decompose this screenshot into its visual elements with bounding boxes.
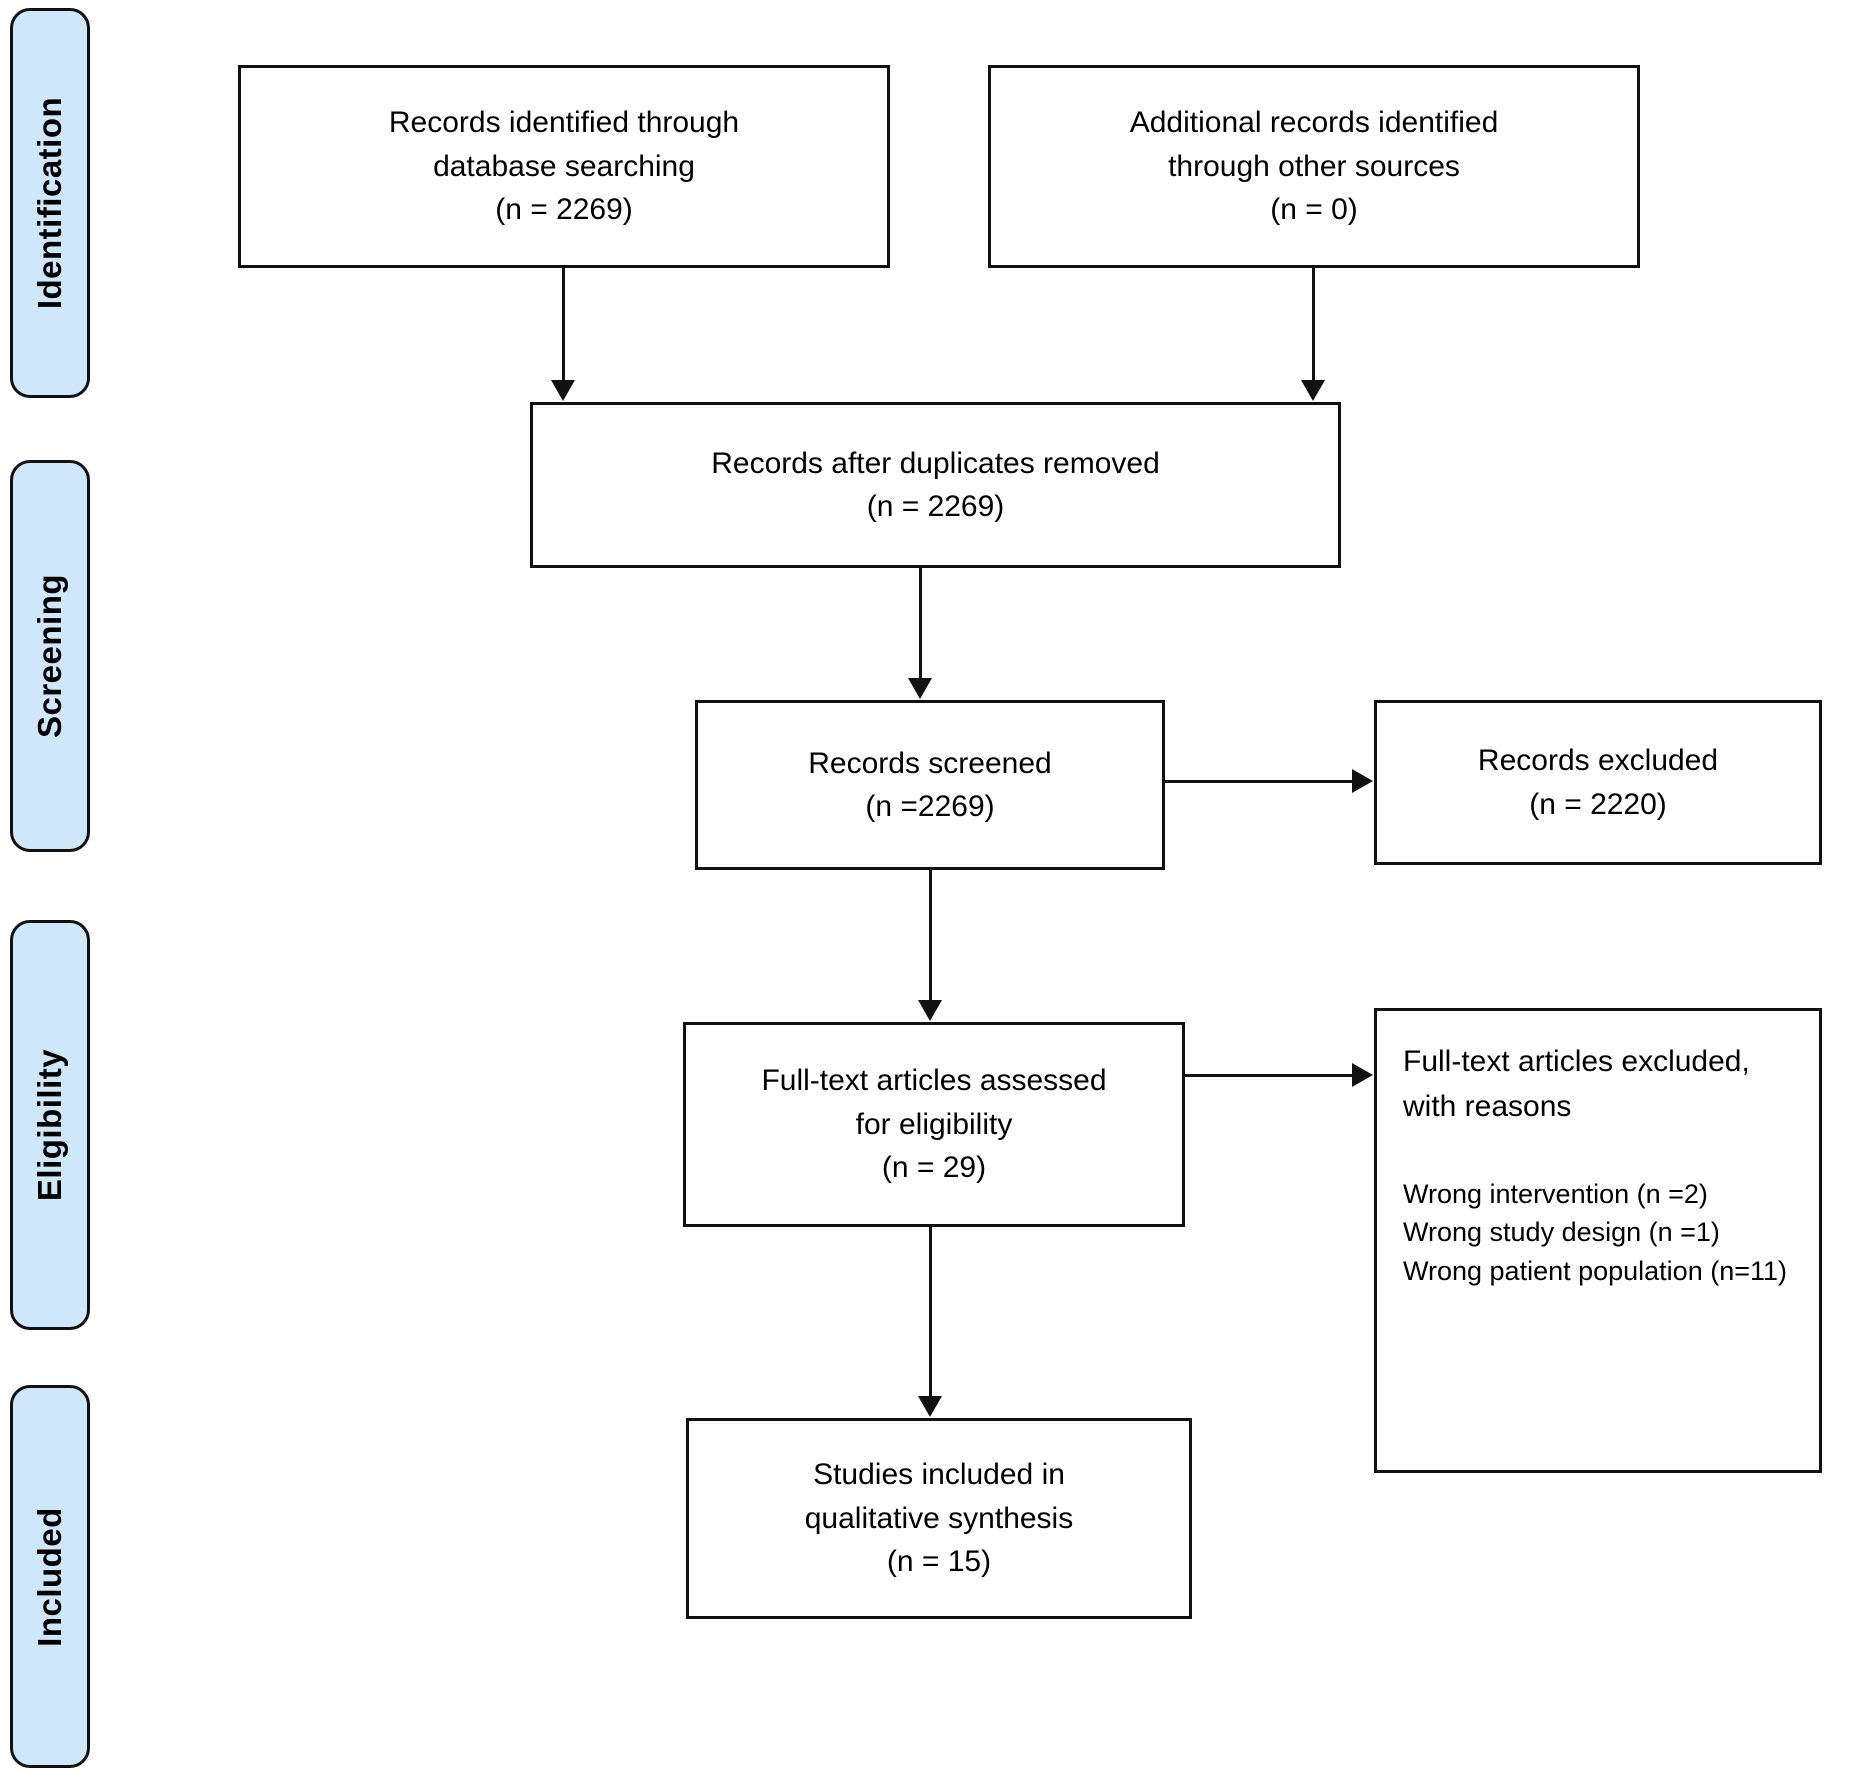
stage-screening: Screening <box>10 460 90 852</box>
arrow-screened-to-fulltext <box>918 870 942 1021</box>
box-fulltext-excluded-heading-line2: with reasons <box>1403 1090 1572 1123</box>
box-included-studies-line2: qualitative synthesis <box>804 1501 1074 1535</box>
box-records-screened-line1: Records screened <box>808 746 1052 780</box>
box-additional-records: Additional records identified through ot… <box>988 65 1640 268</box>
box-fulltext-assessed-line2: for eligibility <box>855 1107 1013 1141</box>
box-fulltext-excluded-reasons: Wrong intervention (n =2) Wrong study de… <box>1403 1175 1787 1290</box>
box-records-excluded-count: (n = 2220) <box>1529 787 1667 821</box>
arrow-identified-to-duplicates <box>551 268 575 401</box>
box-fulltext-excluded: Full-text articles excluded, with reason… <box>1374 1008 1822 1473</box>
box-duplicates-removed-line1: Records after duplicates removed <box>711 446 1160 480</box>
stage-screening-label: Screening <box>31 573 68 739</box>
box-fulltext-assessed-line1: Full-text articles assessed <box>761 1064 1107 1098</box>
stage-eligibility-label: Eligibility <box>31 1048 68 1202</box>
box-included-studies-line1: Studies included in <box>813 1458 1065 1492</box>
box-records-excluded: Records excluded (n = 2220) <box>1374 700 1822 865</box>
stage-included-label: Included <box>31 1506 68 1647</box>
box-duplicates-removed-count: (n = 2269) <box>866 490 1005 523</box>
box-records-identified-line1: Records identified through <box>388 106 740 140</box>
box-records-excluded-line1: Records excluded <box>1477 744 1719 777</box>
reason-wrong-intervention: Wrong intervention (n =2) <box>1403 1179 1708 1209</box>
box-records-screened-count: (n =2269) <box>865 790 995 823</box>
box-records-identified: Records identified through database sear… <box>238 65 890 268</box>
box-fulltext-excluded-heading-line1: Full-text articles excluded, <box>1403 1045 1750 1078</box>
stage-included: Included <box>10 1385 90 1768</box>
stage-identification: Identification <box>10 8 90 398</box>
box-records-identified-count: (n = 2269) <box>495 193 633 227</box>
arrow-additional-to-duplicates <box>1301 268 1325 401</box>
box-included-studies-count: (n = 15) <box>886 1545 992 1579</box>
reason-wrong-patient-population: Wrong patient population (n=11) <box>1403 1255 1788 1286</box>
box-records-identified-line2: database searching <box>433 149 695 183</box>
stage-identification-label: Identification <box>31 96 68 310</box>
box-included-studies: Studies included in qualitative synthesi… <box>686 1418 1192 1619</box>
box-additional-records-count: (n = 0) <box>1270 193 1358 227</box>
reason-wrong-study-design: Wrong study design (n =1) <box>1403 1217 1720 1248</box>
arrow-screened-to-excluded <box>1165 769 1373 793</box>
arrow-fulltext-to-included <box>918 1227 942 1417</box>
box-fulltext-assessed: Full-text articles assessed for eligibil… <box>683 1022 1185 1227</box>
box-fulltext-assessed-count: (n = 29) <box>881 1151 987 1185</box>
arrow-fulltext-to-excluded <box>1185 1063 1373 1087</box>
stage-eligibility: Eligibility <box>10 920 90 1330</box>
box-additional-records-line2: through other sources <box>1168 149 1460 183</box>
arrow-duplicates-to-screened <box>908 568 932 699</box>
box-additional-records-line1: Additional records identified <box>1129 106 1499 140</box>
box-records-screened: Records screened (n =2269) <box>695 700 1165 870</box>
box-fulltext-excluded-heading: Full-text articles excluded, with reason… <box>1403 1039 1750 1129</box>
box-duplicates-removed: Records after duplicates removed (n = 22… <box>530 402 1341 568</box>
